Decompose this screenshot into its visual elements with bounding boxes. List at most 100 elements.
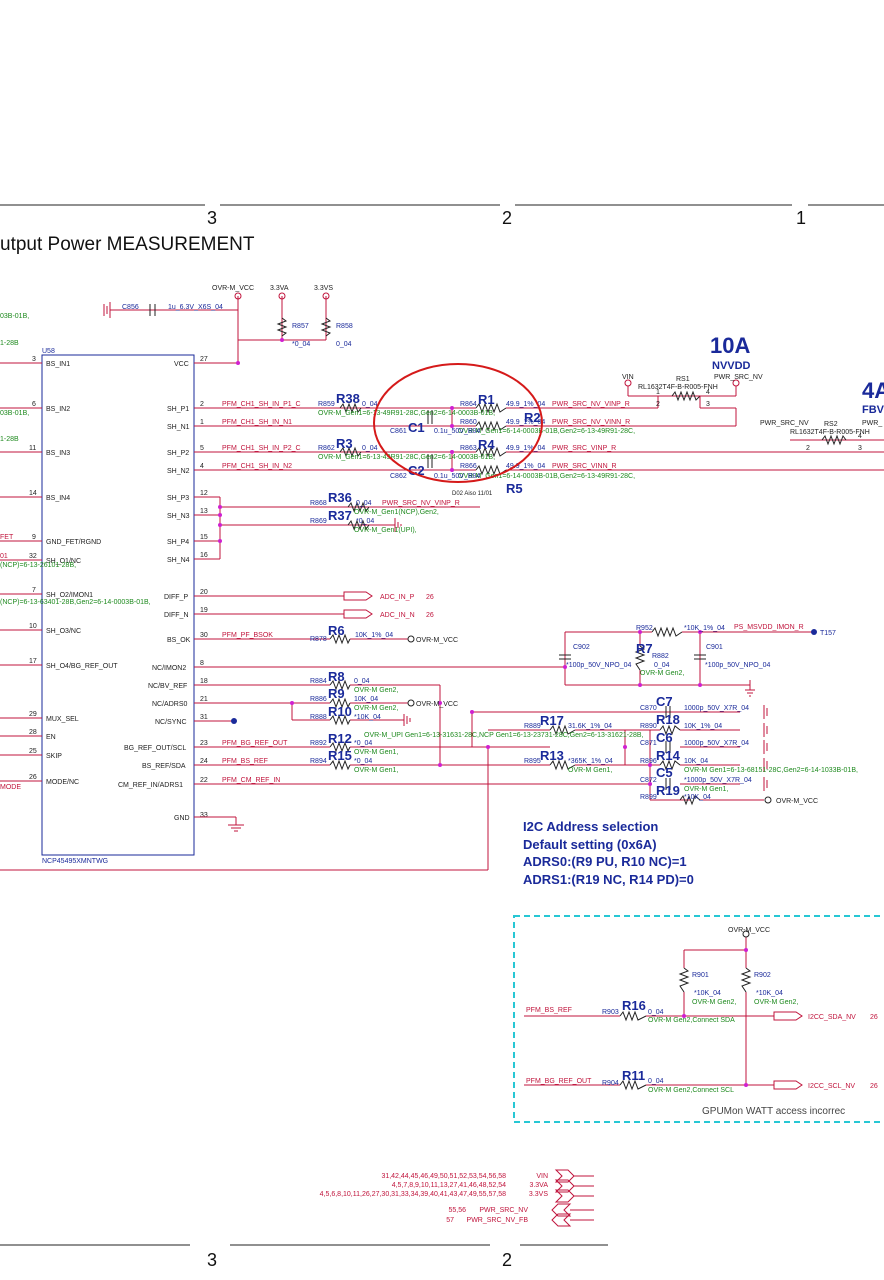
resistor-r857 — [276, 317, 288, 337]
svg-text:7: 7 — [32, 587, 36, 594]
testpoint-t157[interactable] — [811, 629, 817, 635]
svg-text:2: 2 — [656, 401, 660, 408]
svg-text:9: 9 — [32, 534, 36, 541]
svg-text:OVR-M Gen1=6-13-68151-28C,Gen2: OVR-M Gen1=6-13-68151-28C,Gen2=6-14-1033… — [684, 767, 858, 774]
resistor-r902 — [740, 967, 752, 993]
i2c-note-line3: ADRS0:(R9 PU, R10 NC)=1 — [523, 854, 687, 869]
sense-wires — [194, 396, 884, 560]
svg-text:PFM_BS_REF: PFM_BS_REF — [222, 758, 268, 765]
svg-text:24: 24 — [200, 758, 208, 765]
svg-text:NC/IMON2: NC/IMON2 — [152, 665, 186, 672]
svg-text:BS_OK: BS_OK — [167, 637, 191, 644]
svg-text:1: 1 — [656, 389, 660, 396]
svg-text:26: 26 — [870, 1083, 878, 1090]
svg-text:VCC: VCC — [174, 361, 189, 368]
svg-text:R15: R15 — [328, 748, 352, 763]
svg-text:4: 4 — [200, 463, 204, 470]
zone-label-2: 2 — [502, 208, 512, 228]
svg-text:18: 18 — [200, 678, 208, 685]
svg-text:C870: C870 — [640, 705, 657, 712]
svg-text:R13: R13 — [540, 748, 564, 763]
svg-text:SH_P3: SH_P3 — [167, 495, 189, 502]
svg-text:4: 4 — [858, 433, 862, 440]
svg-text:R9: R9 — [328, 686, 345, 701]
svg-text:VIN: VIN — [536, 1173, 548, 1180]
r11-refdes: R11 — [622, 1068, 645, 1083]
svg-text:R864: R864 — [460, 401, 477, 408]
zone-label-3: 3 — [207, 208, 217, 228]
svg-text:OVR-M Gen1,: OVR-M Gen1, — [354, 767, 398, 774]
svg-text:D02 Aiso 11/01: D02 Aiso 11/01 — [452, 491, 493, 497]
svg-text:(NCP)=6-13-63401-28B,Gen2=6-14: (NCP)=6-13-63401-28B,Gen2=6-14-0003B-01B… — [0, 599, 151, 606]
svg-text:0_04: 0_04 — [356, 500, 372, 507]
cap-c902 — [559, 654, 571, 660]
i2c-box-wires — [524, 937, 774, 1086]
ic-pin-nc-imon2: 8NC/IMON2 — [152, 660, 204, 672]
i2c-note-line2: Default setting (0x6A) — [523, 837, 657, 852]
current-label-4a: 4A — [862, 378, 884, 403]
current-net-nvvdd: NVVDD — [712, 360, 751, 372]
svg-text:R38: R38 — [336, 391, 360, 406]
svg-text:OVR-M Gen1,: OVR-M Gen1, — [568, 767, 612, 774]
svg-text:*100p_50V_NPO_04: *100p_50V_NPO_04 — [705, 662, 770, 669]
svg-text:VIN: VIN — [622, 374, 634, 381]
svg-text:0_04: 0_04 — [654, 662, 670, 669]
svg-text:GND_FET/RGND: GND_FET/RGND — [46, 539, 101, 546]
svg-text:19: 19 — [200, 607, 208, 614]
imon-wires — [194, 631, 812, 690]
svg-text:R896: R896 — [640, 758, 657, 765]
ovr-vcc-terminal-r6 — [407, 635, 415, 643]
svg-text:PWR_SRC_VINN_R: PWR_SRC_VINN_R — [552, 463, 617, 470]
junction-dots-lower — [290, 701, 652, 786]
svg-text:PFM_CH1_SH_IN_P1_C: PFM_CH1_SH_IN_P1_C — [222, 401, 301, 408]
svg-text:10K_04: 10K_04 — [354, 696, 378, 703]
gnd-symbol-ic — [228, 824, 244, 832]
resistor-r5 — [475, 464, 507, 476]
svg-text:20: 20 — [200, 589, 208, 596]
svg-text:DIFF_P: DIFF_P — [164, 594, 188, 601]
svg-text:PWR_SRC_NV: PWR_SRC_NV — [760, 420, 809, 427]
svg-text:13: 13 — [200, 508, 208, 515]
svg-text:SH_P2: SH_P2 — [167, 450, 189, 457]
resistor-r2 — [475, 420, 507, 432]
r6-ovr-label: OVR-M_VCC — [416, 637, 458, 644]
svg-text:10K_1%_04: 10K_1%_04 — [684, 723, 722, 730]
svg-text:3: 3 — [706, 401, 710, 408]
svg-text:CM_REF_IN/ADRS1: CM_REF_IN/ADRS1 — [118, 782, 183, 789]
svg-text:OVR-M_Gen1=6-13-49R91-28C,Gen2: OVR-M_Gen1=6-13-49R91-28C,Gen2=6-14-0003… — [318, 410, 495, 417]
svg-text:OVR-M Gen2,Connect SDA: OVR-M Gen2,Connect SDA — [648, 1017, 735, 1024]
zone-label-1: 1 — [796, 208, 806, 228]
cap-c2 — [427, 454, 433, 468]
svg-text:1000p_50V_X7R_04: 1000p_50V_X7R_04 — [684, 705, 749, 712]
junction-dots-sense — [218, 338, 454, 543]
r878-value: 10K_1%_04 — [355, 632, 393, 639]
svg-text:1-28B: 1-28B — [0, 436, 19, 443]
svg-text:R888: R888 — [310, 714, 327, 721]
svg-text:31,42,44,45,46,49,50,51,52,53,: 31,42,44,45,46,49,50,51,52,53,54,56,58 — [381, 1173, 506, 1180]
zone-label-3-bottom: 3 — [207, 1250, 217, 1270]
svg-text:BS_IN1: BS_IN1 — [46, 361, 70, 368]
svg-text:R882: R882 — [652, 653, 669, 660]
svg-text:R12: R12 — [328, 731, 352, 746]
svg-text:R36: R36 — [328, 490, 352, 505]
i2c-scl-offpage-arrow — [773, 1080, 803, 1090]
svg-text:03B-01B,: 03B-01B, — [0, 313, 29, 320]
svg-text:BS_IN2: BS_IN2 — [46, 406, 70, 413]
offpage-labels: 31,42,44,45,46,49,50,51,52,53,54,56,58 V… — [320, 1173, 549, 1224]
svg-text:OVR-M Gen2,: OVR-M Gen2, — [354, 687, 398, 694]
svg-text:OVR-M_VCC: OVR-M_VCC — [776, 798, 818, 805]
ic-pin-sh-n2: 4SH_N2 — [167, 463, 204, 475]
rail-ovr-m-vcc-label: OVR-M_VCC — [212, 285, 254, 292]
svg-text:SH_O2/IMON1: SH_O2/IMON1 — [46, 592, 93, 599]
